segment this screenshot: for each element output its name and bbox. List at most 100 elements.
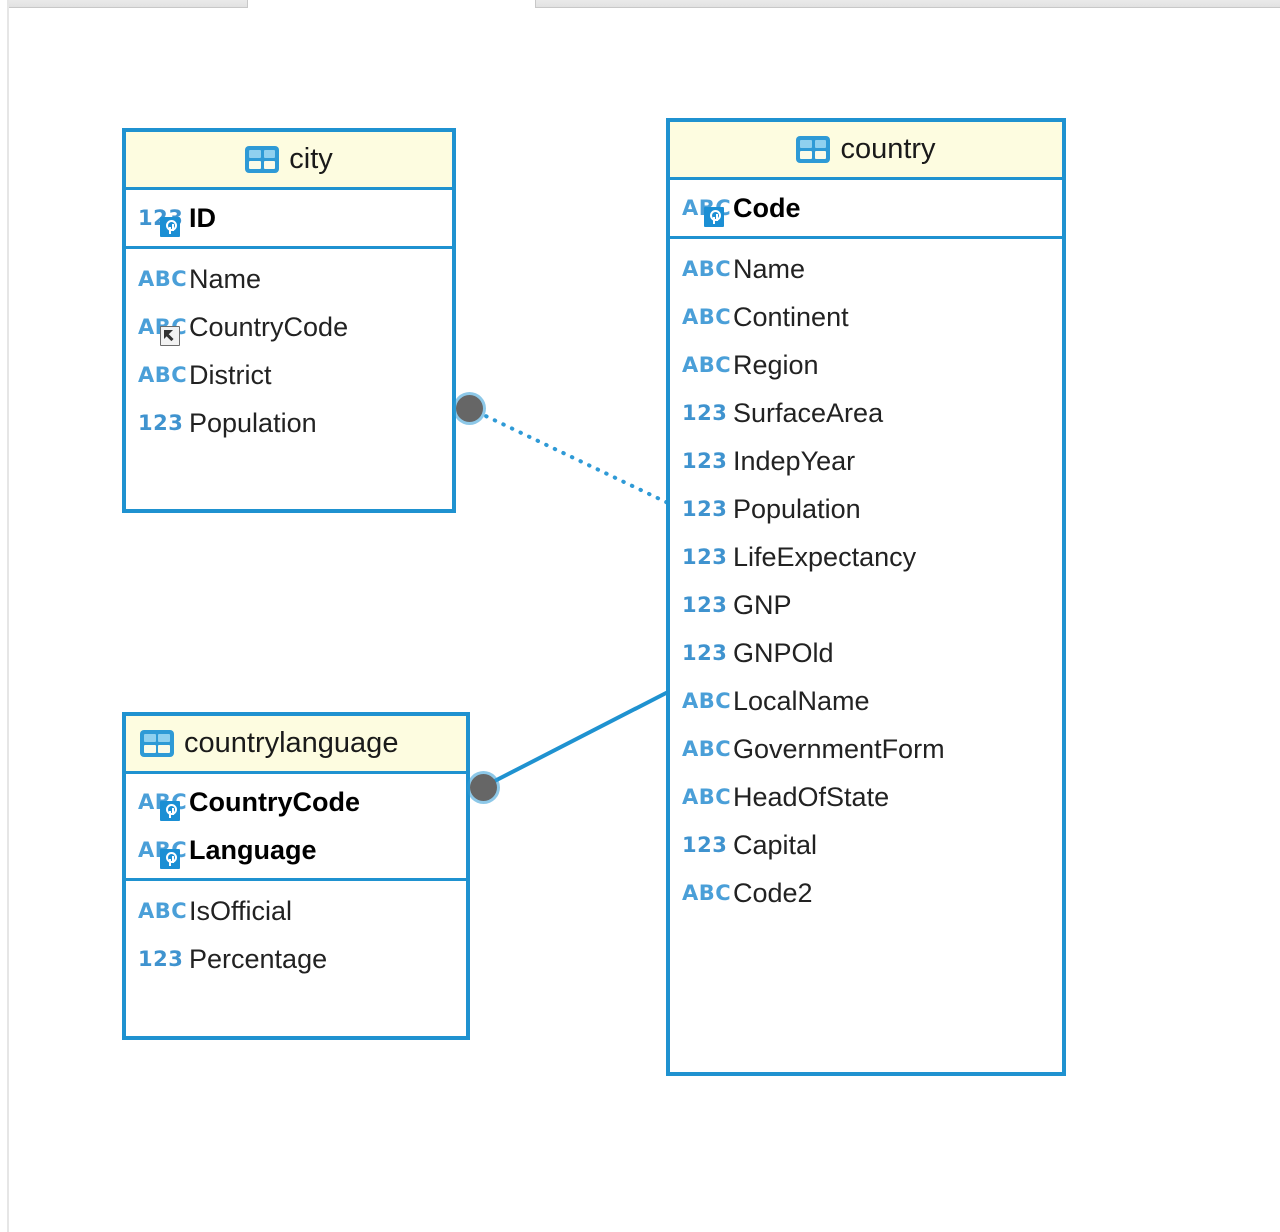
primary-key-icon (160, 217, 180, 237)
text-type-icon: ABC (138, 785, 187, 821)
tab-strip-right[interactable] (535, 0, 1280, 8)
primary-key-row[interactable]: ABCCountryCode (126, 778, 466, 826)
field-name: Name (189, 263, 262, 294)
relationship-line-countrylanguage-country[interactable] (481, 690, 670, 789)
foreign-key-icon (160, 326, 180, 346)
field-name: LifeExpectancy (733, 541, 917, 572)
table-icon (796, 136, 831, 163)
numeric-type-icon: 123 (682, 400, 728, 425)
numeric-type-icon: 123 (138, 946, 184, 971)
numeric-type-icon: 123 (682, 832, 728, 857)
field-name: GNP (733, 589, 792, 620)
text-type-icon: ABC (138, 898, 188, 923)
field-name: GNPOld (733, 637, 834, 668)
entity-title: country (840, 133, 936, 165)
text-type-icon: ABC (682, 191, 731, 227)
text-type-icon: ABC (682, 880, 732, 905)
primary-key-icon (704, 207, 724, 227)
field-name: HeadOfState (733, 781, 890, 812)
field-name: ID (189, 202, 216, 233)
field-name: Name (733, 253, 806, 284)
text-type-icon: ABC (138, 310, 187, 346)
numeric-type-icon: 123 (138, 410, 184, 435)
numeric-type-icon: 123 (682, 496, 728, 521)
text-type-icon: ABC (138, 266, 188, 291)
field-name: SurfaceArea (733, 397, 884, 428)
field-name: Population (189, 407, 317, 438)
numeric-type-icon: 123 (682, 640, 728, 665)
text-type-icon: ABC (682, 256, 732, 281)
field-name: LocalName (733, 685, 870, 716)
relationship-endpoint-city-country[interactable] (455, 394, 483, 422)
text-type-icon: ABC (138, 362, 188, 387)
text-type-icon: ABC (682, 736, 732, 761)
field-row[interactable]: ABCCountryCode (126, 303, 452, 351)
text-type-icon: ABC (682, 304, 732, 329)
left-panel-divider (7, 0, 9, 1232)
text-type-icon: ABC (682, 784, 732, 809)
field-section: ABCNameABCCountryCodeABCDistrict123Popul… (126, 249, 452, 457)
primary-key-icon (160, 801, 180, 821)
tab-strip-left[interactable] (8, 0, 248, 8)
field-name: Language (189, 834, 317, 865)
primary-key-row[interactable]: ABCLanguage (126, 826, 466, 874)
field-name: CountryCode (189, 311, 349, 342)
field-name: Code (733, 192, 801, 223)
field-name: Region (733, 349, 819, 380)
field-name: Code2 (733, 877, 813, 908)
field-name: CountryCode (189, 786, 360, 817)
table-icon (245, 146, 280, 173)
text-type-icon: ABC (682, 688, 732, 713)
numeric-type-icon: 123 (138, 201, 183, 237)
primary-key-section: ABCCountryCodeABCLanguage (126, 774, 466, 881)
primary-key-row[interactable]: 123ID (126, 194, 452, 242)
field-name: Population (733, 493, 861, 524)
entity-header[interactable]: city (126, 132, 452, 190)
entity-table-country[interactable]: countryABCCodeABCNameABCContinentABCRegi… (666, 118, 1066, 1076)
table-icon (140, 730, 174, 757)
numeric-type-icon: 123 (682, 544, 728, 569)
field-name: District (189, 359, 272, 390)
field-name: IsOfficial (189, 895, 293, 926)
primary-key-section: 123ID (126, 190, 452, 249)
entity-header[interactable]: country (670, 122, 1062, 180)
relationship-line-city-country[interactable] (467, 406, 670, 505)
entity-table-city[interactable]: city123IDABCNameABCCountryCodeABCDistric… (122, 128, 456, 513)
entity-title: city (289, 143, 333, 175)
text-type-icon: ABC (682, 352, 732, 377)
entity-table-countrylanguage[interactable]: countrylanguageABCCountryCodeABCLanguage… (122, 712, 470, 1040)
field-name: Capital (733, 829, 818, 860)
entity-header[interactable]: countrylanguage (126, 716, 466, 774)
field-name: IndepYear (733, 445, 856, 476)
relationship-endpoint-countrylanguage-country[interactable] (469, 773, 497, 801)
numeric-type-icon: 123 (682, 448, 728, 473)
numeric-type-icon: 123 (682, 592, 728, 617)
field-name: Continent (733, 301, 849, 332)
field-name: Percentage (189, 943, 328, 974)
entity-title: countrylanguage (184, 727, 399, 759)
